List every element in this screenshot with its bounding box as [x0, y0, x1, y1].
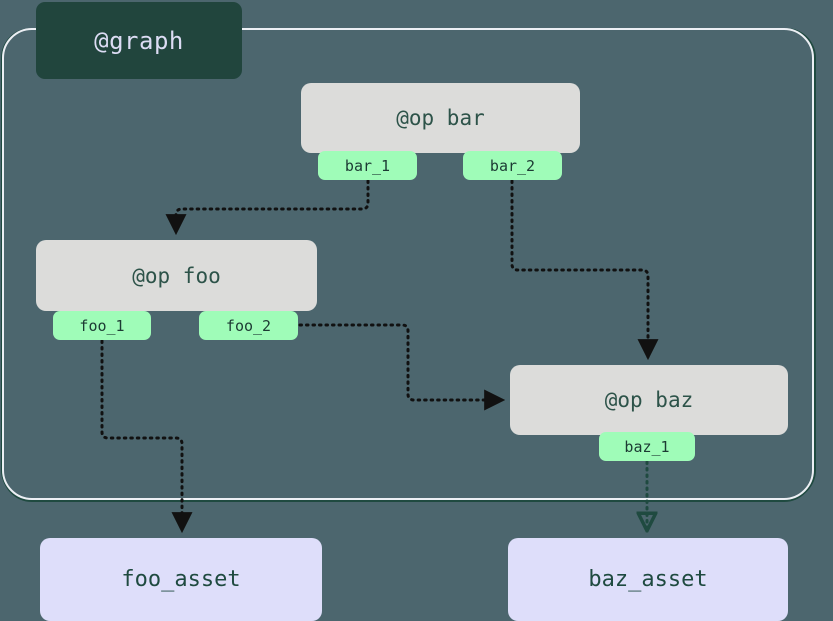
op-node-foo-label: @op foo: [132, 263, 221, 288]
graph-label[interactable]: @graph: [36, 2, 242, 79]
port-bar-2[interactable]: bar_2: [463, 151, 562, 180]
op-node-baz[interactable]: @op baz: [510, 365, 788, 435]
op-node-bar-label: @op bar: [396, 106, 485, 130]
asset-node-baz-asset[interactable]: baz_asset: [508, 538, 788, 621]
port-foo-1-label: foo_1: [79, 316, 125, 335]
port-bar-1[interactable]: bar_1: [318, 151, 417, 180]
graph-label-text: @graph: [94, 26, 184, 55]
asset-node-foo-asset[interactable]: foo_asset: [40, 538, 322, 621]
asset-node-foo-asset-label: foo_asset: [121, 567, 241, 592]
port-foo-2-label: foo_2: [225, 316, 272, 335]
asset-node-baz-asset-label: baz_asset: [588, 567, 708, 592]
op-node-baz-label: @op baz: [604, 388, 694, 412]
graph-container: [2, 28, 814, 500]
port-foo-1[interactable]: foo_1: [53, 311, 151, 340]
op-node-foo[interactable]: @op foo: [36, 240, 317, 311]
port-bar-1-label: bar_1: [344, 156, 391, 175]
port-foo-2[interactable]: foo_2: [199, 311, 298, 340]
op-node-bar[interactable]: @op bar: [301, 83, 580, 153]
port-bar-2-label: bar_2: [489, 156, 536, 175]
port-baz-1-label: baz_1: [624, 437, 670, 456]
port-baz-1[interactable]: baz_1: [599, 432, 695, 461]
